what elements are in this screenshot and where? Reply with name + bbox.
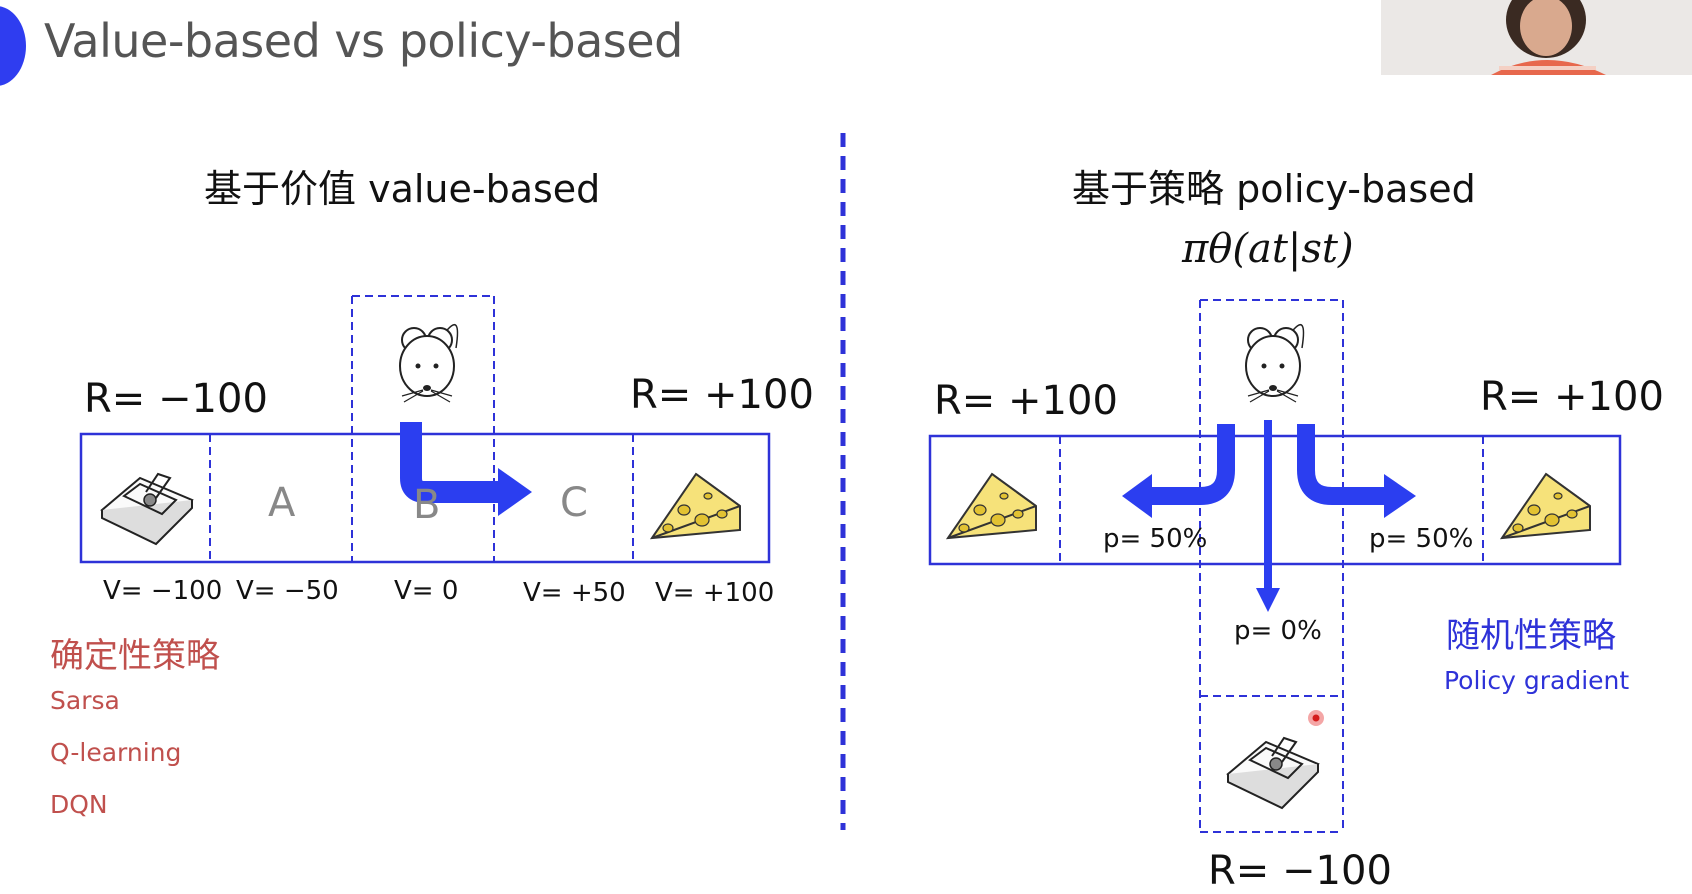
- value-label: V= 0: [394, 576, 459, 606]
- presenter-webcam: [1381, 0, 1692, 75]
- cheese-icon: [947, 473, 1037, 539]
- algorithm-item: Q-learning: [50, 738, 182, 767]
- right-reward-left: R= +100: [934, 378, 1118, 424]
- value-label: V= +50: [523, 578, 626, 608]
- left-arrow-b-to-c: [400, 422, 500, 503]
- left-heading: 基于价值 value-based: [204, 167, 601, 211]
- value-label: V= +100: [655, 578, 775, 608]
- cell-b-label: B: [413, 482, 441, 528]
- cell-a-label: A: [268, 480, 296, 526]
- left-reward-right: R= +100: [630, 372, 814, 418]
- right-arrow-right: [1297, 424, 1386, 505]
- prob-down-label: p= 0%: [1234, 616, 1322, 646]
- slide-title: Value-based vs policy-based: [44, 14, 683, 68]
- deterministic-policy-label: 确定性策略: [50, 636, 220, 676]
- value-label: V= −50: [236, 576, 339, 606]
- prob-left-label: p= 50%: [1103, 524, 1208, 554]
- mouse-icon: [399, 323, 459, 403]
- right-arrow-left: [1150, 424, 1235, 505]
- policy-formula: πθ(at|st): [1182, 226, 1354, 272]
- mouse-icon: [1245, 323, 1305, 403]
- value-label: V= −100: [103, 576, 223, 606]
- mousetrap-icon: [101, 473, 193, 545]
- cheese-icon: [1501, 473, 1591, 539]
- right-heading: 基于策略 policy-based: [1072, 167, 1476, 211]
- stochastic-policy-label: 随机性策略: [1446, 616, 1616, 656]
- algorithm-item: DQN: [50, 790, 108, 819]
- right-reward-right: R= +100: [1480, 374, 1664, 420]
- left-reward-left: R= −100: [84, 376, 268, 422]
- policy-gradient-label: Policy gradient: [1444, 666, 1630, 695]
- right-grid-outline: [928, 434, 1622, 566]
- cheese-icon: [651, 473, 741, 539]
- prob-right-label: p= 50%: [1369, 524, 1474, 554]
- algorithm-item: Sarsa: [50, 686, 120, 715]
- right-reward-bottom: R= −100: [1208, 848, 1392, 894]
- mousetrap-icon: [1227, 737, 1319, 809]
- cell-c-label: C: [560, 480, 588, 526]
